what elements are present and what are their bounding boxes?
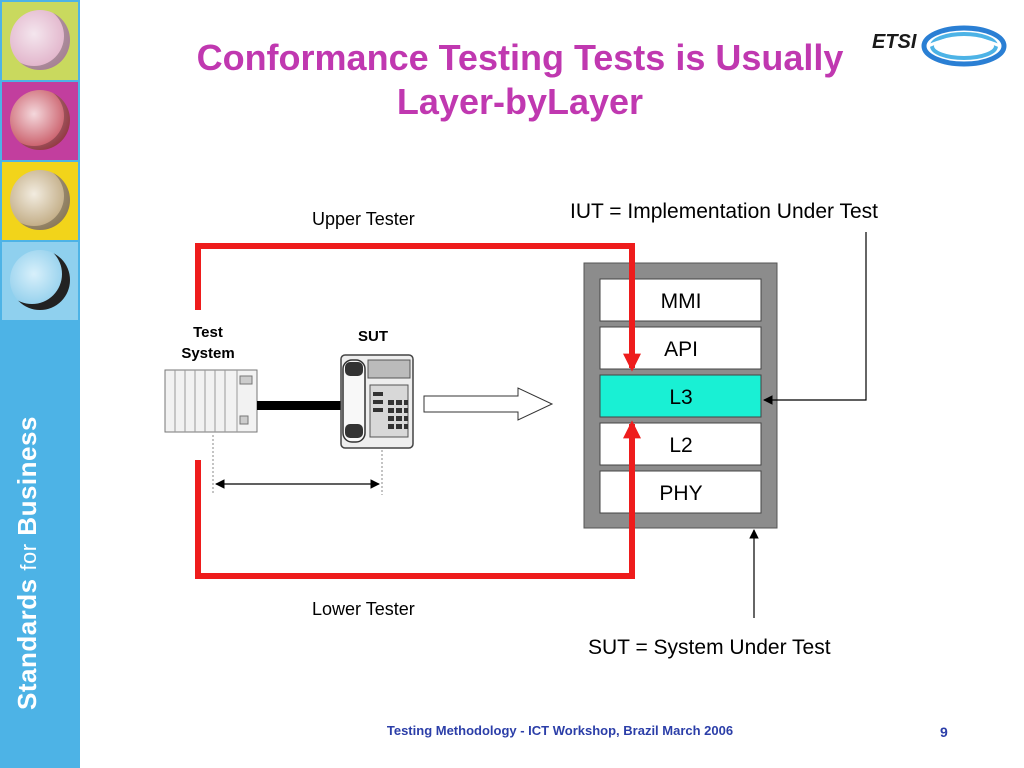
- globe-icon: [10, 250, 70, 310]
- layer-api-label: API: [664, 338, 698, 361]
- phone-icon: [340, 354, 414, 449]
- upper-tester-path: [195, 243, 641, 372]
- cable: [257, 401, 343, 410]
- layer-phy-box: [599, 470, 762, 514]
- sidebar-tile-4: [2, 242, 78, 320]
- layer-phy-label: PHY: [659, 482, 702, 505]
- footer-text: Testing Methodology - ICT Workshop, Braz…: [386, 723, 734, 738]
- iut-pointer: [763, 232, 867, 405]
- sut-label: SUT: [358, 328, 388, 345]
- lower-tester-path: [195, 420, 641, 579]
- page-number: 9: [940, 724, 948, 740]
- sidebar-tile-2: [2, 82, 78, 160]
- etsi-logo: ETSI: [868, 22, 1008, 72]
- maps-to-arrow: [423, 387, 554, 421]
- sidebar-tile-3: [2, 162, 78, 240]
- layer-mmi-label: MMI: [661, 290, 702, 313]
- test-system-line1: Test: [193, 324, 223, 341]
- globe-icon: [10, 10, 70, 70]
- lower-tester-label: Lower Tester: [312, 599, 415, 619]
- test-system-icon: [164, 369, 258, 433]
- test-system-line2: System: [181, 345, 235, 362]
- iut-definition: IUT = Implementation Under Test: [570, 200, 878, 223]
- logo-text: ETSI: [872, 31, 917, 53]
- sidebar: Standards for Business: [0, 0, 80, 768]
- slide-title: Conformance Testing Tests is Usually Lay…: [196, 37, 844, 122]
- layer-l3-label: L3: [669, 386, 692, 409]
- globe-icon: [10, 90, 70, 150]
- globe-icon: [10, 170, 70, 230]
- sidebar-tile-1: [2, 2, 78, 80]
- sut-definition: SUT = System Under Test: [588, 636, 831, 659]
- layer-l2-label: L2: [669, 434, 692, 457]
- layer-mmi-box: [599, 278, 762, 322]
- layer-l3-box: [599, 374, 762, 418]
- test-system-label: Test System: [172, 322, 244, 364]
- upper-tester-label: Upper Tester: [312, 209, 415, 229]
